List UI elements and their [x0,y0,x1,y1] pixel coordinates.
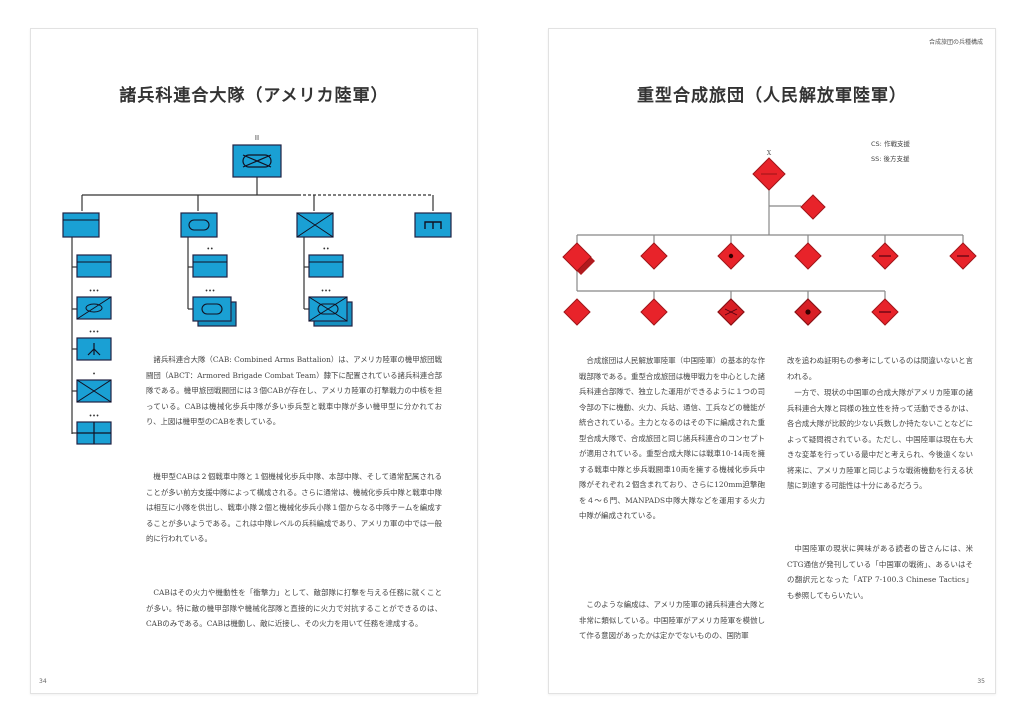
right-paragraph-5: 中国陸軍の現状に興味がある読者の皆さんには、米CTG通信が発刊している「中国軍の… [787,544,973,600]
row1-ss-symbol [949,242,977,270]
armor-hq-platoon-symbol: •• [192,246,228,278]
right-page: 合成旅団の兵種構成 重型合成旅団（人民解放軍陸軍） CS: 作戦支援 SS: 後… [548,28,996,694]
right-paragraph-4: 一方で、現状の中国軍の合成大隊がアメリカ陸軍の諸兵科連合大隊と同様の独立性を持っ… [787,388,973,490]
right-paragraph-1: 合成旅団は人民解放軍陸軍（中国陸軍）の基本的な作戦部隊である。重型合成旅団は機甲… [579,356,765,520]
right-paragraph-2: このような編成は、アメリカ陸軍の諸兵科連合大隊と非常に類似している。中国陸軍がア… [579,600,765,640]
mech-infantry-platoon-stacked-symbol: ••• [308,288,353,327]
hq-platoon-symbol [76,254,112,278]
svg-text:X: X [767,150,772,157]
svg-text:•: • [92,371,96,378]
svg-text:•••: ••• [321,288,332,295]
running-header: 合成旅団の兵種構成 [928,39,983,46]
cab-org-chart: II ••• ••• • [62,134,452,445]
staff-symbol [800,194,826,220]
svg-text:••: •• [322,246,329,253]
infantry-section-symbol: • [76,371,112,403]
legend-item-cs: CS: 作戦支援 [871,140,910,148]
left-paragraph-3: CABはその火力や機動性を「衝撃力」として、敵部隊に打撃を与える任務に就くことが… [146,588,442,628]
svg-text:•••: ••• [89,329,100,336]
armor-company-symbol [180,212,218,238]
right-page-number: 35 [977,678,985,685]
row2-armor-symbol [563,298,591,326]
left-paragraph-1: 諸兵科連合大隊（CAB: Combined Arms Battalion）は、ア… [146,355,442,426]
chart-legend: CS: 作戦支援 SS: 後方支援 [871,137,910,167]
svg-text:••: •• [206,246,213,253]
row2-mech-infantry-symbol [717,298,745,326]
brigade-hq-symbol: X [752,150,786,191]
infantry-hq-platoon-symbol: •• [308,246,344,278]
svg-text:II: II [255,134,259,142]
row1-armor-symbol [640,242,668,270]
hq-symbol: II [232,134,282,178]
left-page-number: 34 [39,678,47,685]
row2-air-defense-symbol [794,298,822,326]
row2-engineer-symbol [871,298,899,326]
svg-text:•••: ••• [89,288,100,295]
left-page: 諸兵科連合大隊（アメリカ陸軍） [30,28,478,694]
row1-cs-symbol [871,242,899,270]
infantry-company-symbol [296,212,334,238]
left-paragraph-2: 機甲型CABは２個戦車中隊と１個機械化歩兵中隊、本部中隊、そして通常配属されるこ… [146,472,442,543]
mortar-platoon-symbol: ••• [76,329,112,361]
recon-platoon-symbol: ••• [76,288,112,320]
row1-artillery-symbol [717,242,745,270]
row2-armor-symbol-2 [640,298,668,326]
engineer-company-symbol [414,212,452,238]
legend-item-ss: SS: 後方支援 [871,155,910,163]
right-paragraph-3: 改を追わぬ証明もの参考にしているのは間違いないと言われる。 [787,356,973,381]
medical-platoon-symbol: ••• [76,413,112,445]
row1-armor-stacked-symbol [562,242,595,275]
row1-recon-symbol [794,242,822,270]
hq-company-symbol [62,212,100,238]
right-page-title: 重型合成旅団（人民解放軍陸軍） [637,86,907,106]
svg-text:•••: ••• [89,413,100,420]
svg-text:•••: ••• [205,288,216,295]
armor-platoon-stacked-symbol: ••• [192,288,237,327]
left-page-title: 諸兵科連合大隊（アメリカ陸軍） [119,86,389,106]
brigade-org-chart: X [562,150,977,326]
